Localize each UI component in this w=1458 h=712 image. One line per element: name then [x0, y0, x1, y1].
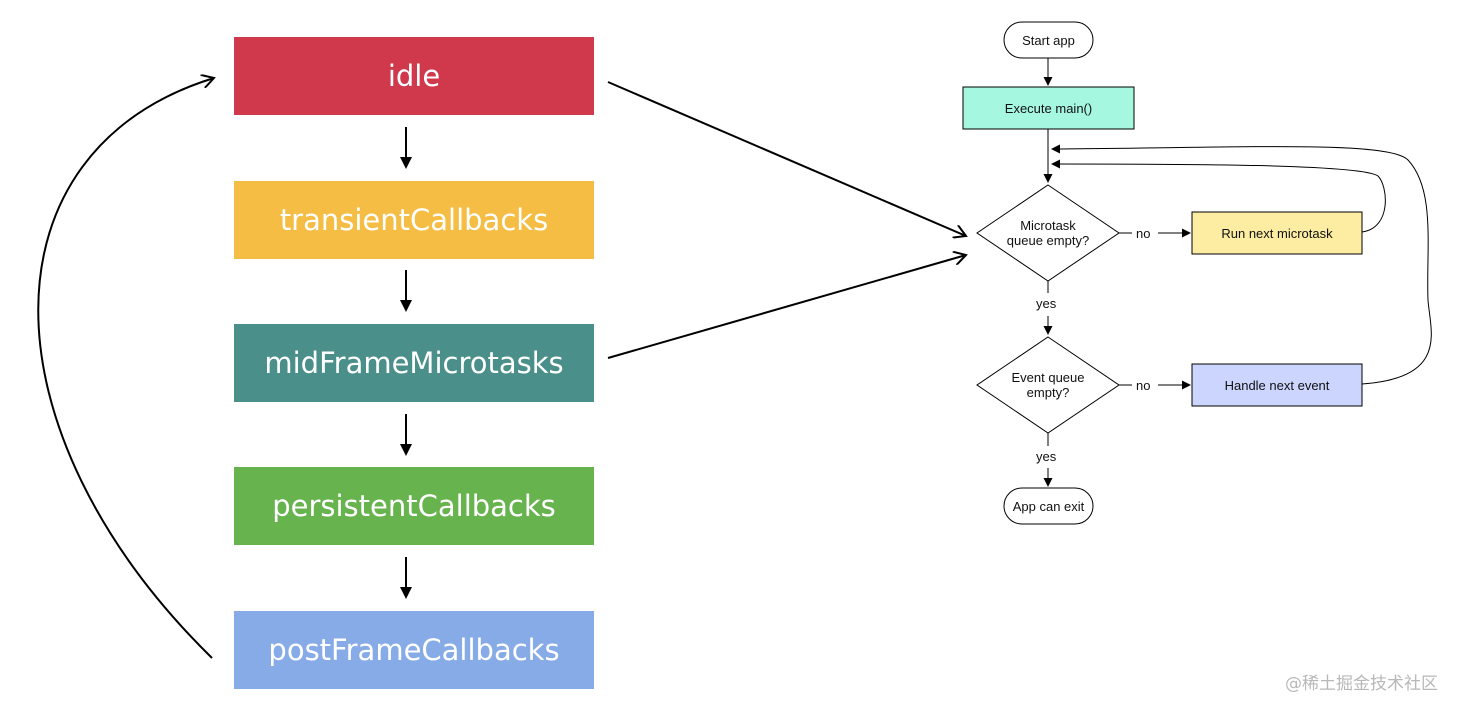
- handle-event-node: [1191, 363, 1363, 407]
- microtask-yes-label: yes: [1036, 296, 1057, 311]
- microtask-decision-label: Microtask queue empty?: [1006, 218, 1090, 248]
- microtask-no-label: no: [1136, 226, 1151, 241]
- execute-main-node: [962, 86, 1135, 130]
- loop-microtask-back: [1051, 159, 1386, 233]
- phase-persistent-callbacks: persistentCallbacks: [234, 467, 594, 545]
- connector-midframe-to-microtask: [607, 255, 966, 359]
- run-microtask-label: Run next microtask: [1221, 225, 1333, 241]
- app-exit-label: App can exit: [1012, 498, 1085, 514]
- connector-idle-to-microtask: [607, 81, 966, 236]
- execute-main-label: Execute main(): [1004, 100, 1093, 116]
- watermark: @稀土掘金技术社区: [1285, 674, 1438, 694]
- event-yes-label: yes: [1036, 449, 1057, 464]
- event-no-label: no: [1136, 378, 1151, 393]
- phase-transient-callbacks: transientCallbacks: [234, 181, 594, 259]
- start-app-label: Start app: [1022, 32, 1075, 48]
- run-microtask-node: [1191, 211, 1363, 255]
- loop-back-arrow: [37, 78, 214, 659]
- event-decision-label: Event queue empty?: [1011, 370, 1085, 400]
- handle-event-label: Handle next event: [1224, 377, 1330, 393]
- phase-midframe-microtasks: midFrameMicrotasks: [234, 324, 594, 402]
- app-exit-node: [1003, 487, 1094, 525]
- phase-idle: idle: [234, 37, 594, 115]
- phase-postframe-callbacks: postFrameCallbacks: [234, 611, 594, 689]
- loop-event-back: [1051, 144, 1432, 385]
